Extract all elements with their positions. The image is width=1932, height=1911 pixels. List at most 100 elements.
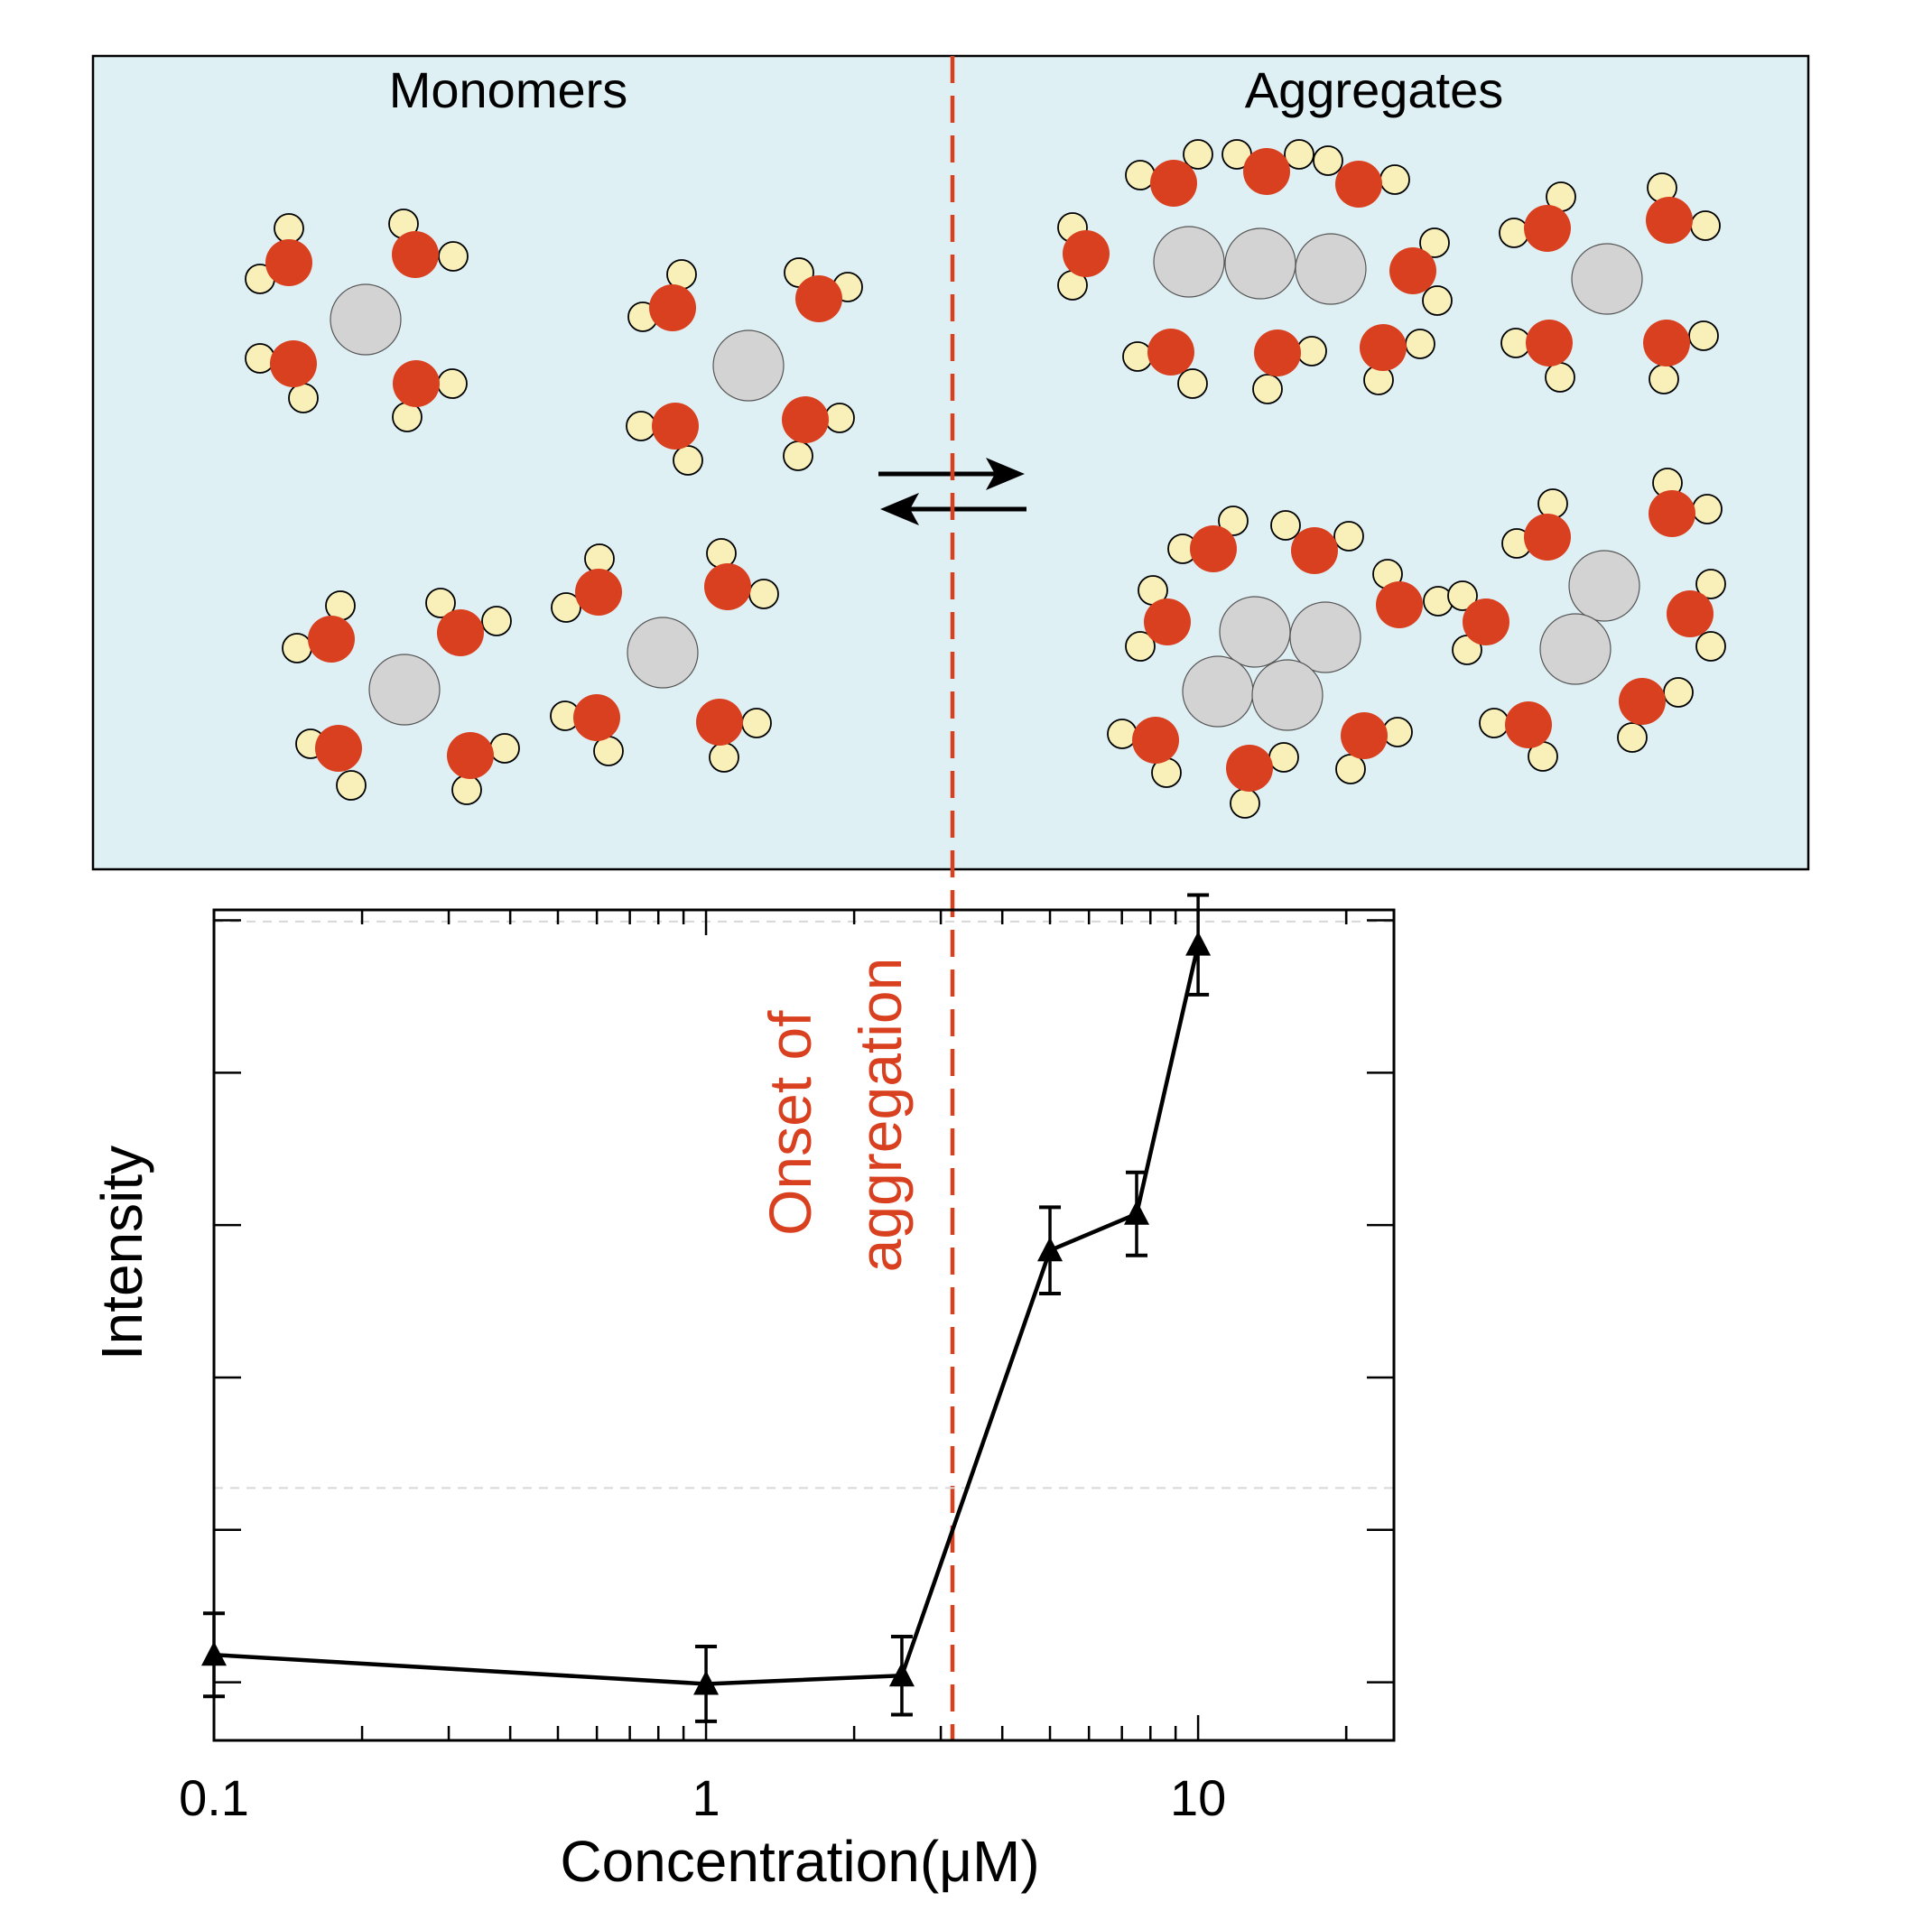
backward-arrowhead-icon xyxy=(880,493,919,525)
solute-particle xyxy=(627,617,699,689)
water-molecule xyxy=(388,209,469,278)
solute-particle xyxy=(1182,655,1254,728)
x-tick-label: 1 xyxy=(692,1769,720,1826)
oxygen-atom xyxy=(1150,160,1197,207)
data-point xyxy=(1037,1237,1064,1262)
water-molecule xyxy=(245,213,312,294)
oxygen-atom xyxy=(1649,490,1695,537)
water-molecule xyxy=(1252,329,1327,404)
oxygen-atom xyxy=(696,699,743,746)
oxygen-atom xyxy=(1226,745,1273,792)
hydrogen-atom xyxy=(336,770,367,801)
water-molecule xyxy=(696,699,772,773)
hydrogen-atom xyxy=(1379,164,1410,195)
hydrogen-atom xyxy=(245,343,275,374)
equilibrium-arrows xyxy=(878,458,1026,525)
series-line xyxy=(213,944,1201,1686)
x-tick-label: 0.1 xyxy=(179,1769,249,1826)
oxygen-atom xyxy=(1144,598,1191,645)
data-point xyxy=(888,1662,915,1687)
oxygen-atom xyxy=(795,275,842,322)
water-molecule xyxy=(295,725,367,801)
oxygen-atom xyxy=(1132,717,1179,764)
solute-particle xyxy=(1251,659,1324,731)
axis-ticks xyxy=(212,910,1394,1740)
water-molecule xyxy=(782,396,855,471)
oxygen-atom xyxy=(265,239,312,286)
data-point xyxy=(1124,1200,1150,1225)
water-molecule xyxy=(1057,212,1110,301)
hydrogen-atom xyxy=(1183,139,1213,170)
hydrogen-atom xyxy=(1649,364,1679,394)
data-point xyxy=(201,1641,227,1666)
hydrogen-atom xyxy=(1695,631,1726,662)
hydrogen-atom xyxy=(1268,742,1299,773)
hydrogen-atom xyxy=(1382,717,1413,747)
oxygen-atom xyxy=(1643,320,1690,366)
oxygen-atom xyxy=(782,396,829,443)
y-axis-label: Intensity xyxy=(89,1146,154,1360)
hydrogen-atom xyxy=(1270,510,1301,541)
water-molecule xyxy=(1335,712,1413,784)
oxygen-atom xyxy=(652,403,699,450)
water-molecule xyxy=(425,588,512,656)
hydrogen-atom xyxy=(626,411,656,441)
oxygen-atom xyxy=(1463,598,1509,645)
solute-particle xyxy=(1153,226,1225,298)
water-molecule xyxy=(282,590,356,663)
x-tick-label: 10 xyxy=(1170,1769,1226,1826)
water-molecule xyxy=(1270,510,1364,574)
water-molecule xyxy=(1389,227,1453,316)
solute-particle xyxy=(368,654,441,726)
hydrogen-atom xyxy=(1107,719,1138,749)
water-molecule xyxy=(1643,320,1719,394)
water-molecule xyxy=(1167,506,1249,572)
hydrogen-atom xyxy=(1422,285,1453,316)
water-molecule xyxy=(245,340,319,413)
oxygen-atom xyxy=(1254,329,1301,376)
water-molecule xyxy=(1125,575,1191,662)
hydrogen-atom xyxy=(1499,218,1529,248)
solute-particle xyxy=(1539,613,1612,685)
oxygen-atom xyxy=(573,694,620,741)
oxygen-atom xyxy=(308,616,355,663)
hydrogen-atom xyxy=(709,742,739,773)
water-molecule xyxy=(1221,139,1314,195)
hydrogen-atom xyxy=(437,368,468,399)
solute-particle xyxy=(1571,243,1643,315)
oxygen-atom xyxy=(1360,324,1407,371)
water-molecule xyxy=(1667,569,1726,662)
onset-line-2: aggregation xyxy=(847,958,914,1273)
water-molecule xyxy=(1479,701,1558,772)
hydrogen-atom xyxy=(1333,521,1364,552)
hydrogen-atom xyxy=(783,441,813,471)
hydrogen-atom xyxy=(748,579,779,609)
hydrogen-atom xyxy=(1313,145,1343,176)
hydrogen-atom xyxy=(489,733,520,764)
x-axis-label: Concentration(μM) xyxy=(560,1829,1039,1894)
oxygen-atom xyxy=(1667,590,1714,637)
solute-particle xyxy=(330,283,402,356)
oxygen-atom xyxy=(1190,525,1237,572)
onset-line-1: Onset of xyxy=(757,1010,823,1236)
hydrogen-atom xyxy=(1663,677,1694,708)
oxygen-atom xyxy=(1619,678,1666,725)
water-molecule xyxy=(1447,580,1509,665)
hydrogen-atom xyxy=(1125,631,1156,662)
oxygen-atom xyxy=(447,732,494,779)
water-molecule xyxy=(1617,677,1694,753)
oxygen-atom xyxy=(704,563,751,610)
x-tick-labels: 0.1 1 10 xyxy=(179,1769,1226,1826)
oxygen-atom xyxy=(575,569,622,616)
hydrogen-atom xyxy=(438,241,469,272)
hydrogen-atom xyxy=(1479,708,1509,738)
oxygen-atom xyxy=(1341,712,1388,759)
intensity-chart: 0.1 1 10 Onset of aggregation Concentratio… xyxy=(89,893,1396,1894)
water-molecule xyxy=(1122,329,1208,399)
hydrogen-atom xyxy=(673,445,703,476)
water-molecule xyxy=(550,694,624,766)
hydrogen-atom xyxy=(741,708,772,738)
oxygen-atom xyxy=(1646,197,1693,244)
oxygen-atom xyxy=(1291,527,1338,574)
